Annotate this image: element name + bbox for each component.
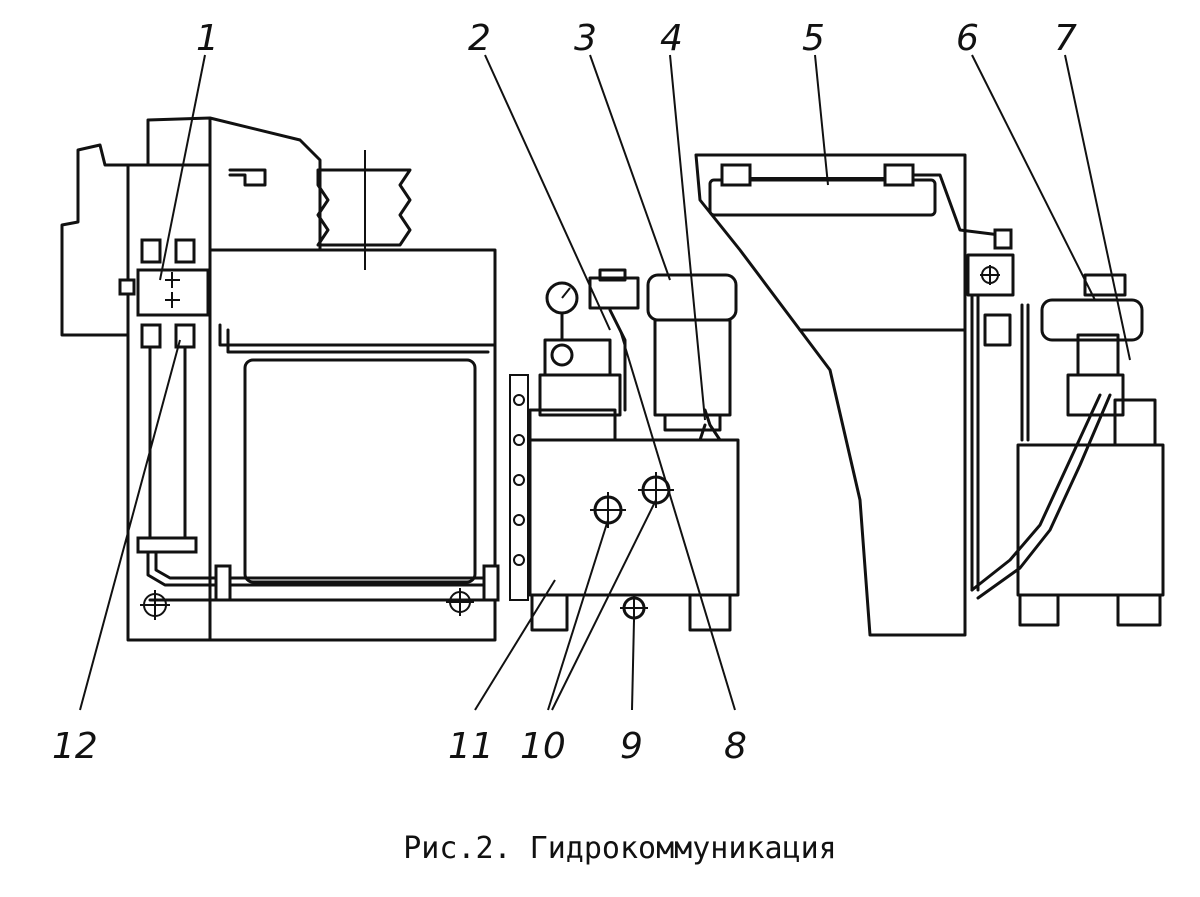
pump-unit-right — [970, 273, 1165, 627]
machine-body-left — [60, 116, 497, 642]
sight-glasses — [590, 472, 674, 528]
leader-lines — [79, 54, 1131, 711]
callout-8: 8 — [724, 726, 747, 767]
machine-body-right — [694, 153, 1013, 637]
right-pipes — [966, 253, 1030, 592]
callout-7: 7 — [1054, 18, 1077, 59]
callout-labels: 1 2 3 4 5 6 7 8 9 10 11 12 — [52, 18, 1077, 767]
pump-valve-assembly — [528, 268, 722, 442]
callout-11: 11 — [448, 726, 494, 767]
callout-3: 3 — [574, 18, 597, 59]
mount-bolt — [140, 588, 474, 620]
bellows — [316, 150, 412, 270]
callout-10: 10 — [520, 726, 566, 767]
callout-5: 5 — [802, 18, 825, 59]
valve-block — [118, 238, 210, 542]
callout-9: 9 — [620, 726, 643, 767]
callout-4: 4 — [660, 18, 683, 59]
drain-plug — [620, 594, 648, 622]
callout-12: 12 — [52, 726, 98, 767]
pipe-lines-left — [136, 323, 500, 602]
callout-1: 1 — [196, 18, 219, 59]
figure-caption: Рис.2. Гидрокоммуникация — [403, 831, 836, 866]
callout-2: 2 — [468, 18, 491, 59]
electric-motor — [646, 273, 738, 432]
callout-6: 6 — [956, 18, 979, 59]
